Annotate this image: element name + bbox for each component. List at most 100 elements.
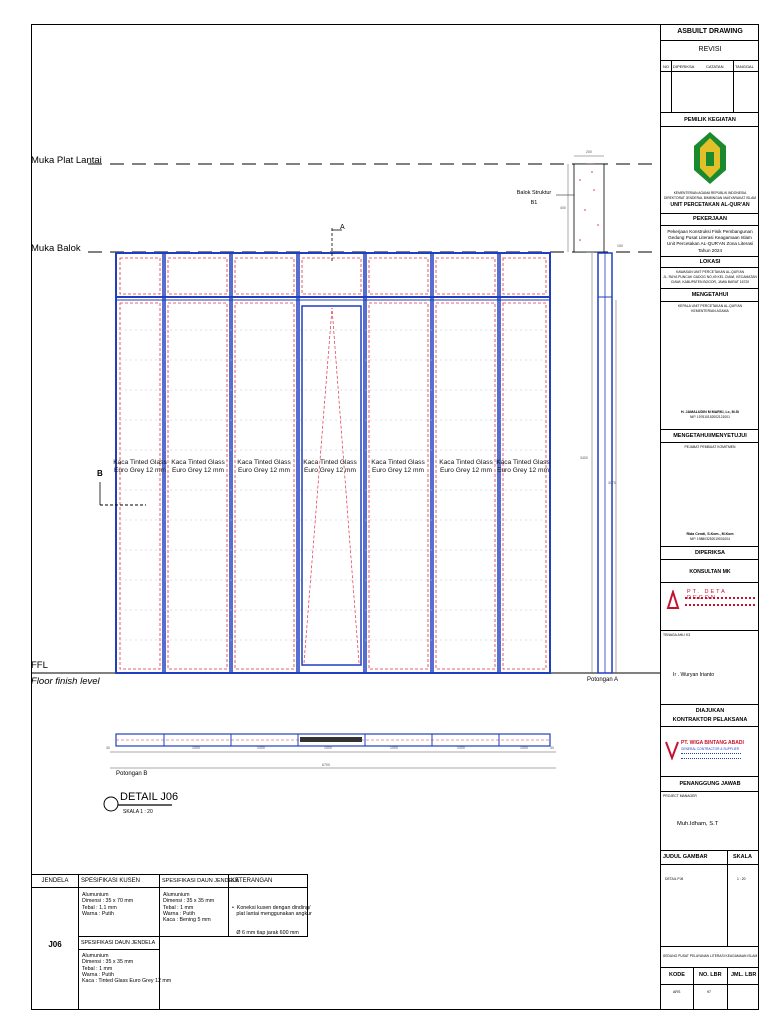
menyetujui-nip: NIP. 198803252019031004: [690, 537, 730, 541]
plan-mullions: [163, 734, 500, 746]
judul-gambar-title: JUDUL GAMBAR: [663, 854, 708, 860]
spec-header-keterangan: KETERANGAN: [231, 878, 273, 884]
section-b-marker: B: [97, 469, 103, 478]
dim-small: 150: [617, 244, 623, 248]
dim-side: 400: [560, 206, 566, 210]
dim-top: 200: [586, 150, 592, 154]
spec-keterangan-cell: • Koneksi kusen dengan dinding/ plat lan…: [228, 887, 312, 937]
mengetahui-title: MENGETAHUI: [691, 292, 729, 298]
sash-opening-line-right: [331, 307, 360, 664]
owner-unit: UNIT PERCETAKAN AL-QUR'AN: [670, 202, 750, 208]
center-sash: [301, 305, 362, 666]
kontraktor-title: KONTRAKTOR PELAKSANA: [672, 717, 748, 723]
title-block: ASBUILT DRAWING REVISI NO DIPERIKSA CATA…: [660, 24, 759, 1010]
konsultan-company: PT. DETA DECON: [687, 589, 727, 601]
dim-height-2: 3070: [608, 481, 616, 485]
potongan-a-label: Potongan A: [587, 677, 619, 683]
muka-balok-label: Muka Balok: [31, 243, 81, 254]
plan-dim-1: 1000: [192, 746, 200, 750]
rev-header-tanggal: TANGGAL: [735, 64, 754, 69]
spec-header-jendela: JENDELA: [41, 878, 69, 884]
pemilik-kegiatan-title: PEMILIK KEGIATAN: [684, 117, 736, 123]
mengetahui-name: H. JAMALUDIN M MARKI, Lc, M.Si: [680, 410, 740, 414]
dim-total: 6700: [322, 763, 330, 767]
glass-texture: [120, 329, 546, 641]
window-outer-frame: [115, 252, 551, 674]
jml-lbr-title: JML. LBR: [731, 972, 757, 978]
no-lbr-title: NO. LBR: [699, 972, 722, 978]
menyetujui-name: Rida Cendi, S.Kom., M.Kom: [686, 532, 734, 536]
plan-dimensions: 30 1000 1000 1000 1000 1000 1000 30: [104, 746, 560, 754]
konsultan-title: KONSULTAN MK: [689, 569, 731, 575]
floor-finish-level-label: Floor finish level: [31, 676, 100, 687]
mullions: [162, 253, 501, 673]
elevation-drawing: [31, 155, 660, 812]
rev-header-diperiksa: DIPERIKSA: [673, 64, 695, 69]
detail-marker-circle: [103, 796, 119, 812]
menyetujui-title: MENGETAHUI/MENYETUJUI: [673, 433, 747, 439]
diperiksa-title: DIPERIKSA: [695, 550, 725, 556]
plan-sash: [300, 737, 362, 742]
owner-line-1: KEMENTERIAN AGAMA REPUBLIK INDONESIA: [673, 191, 747, 195]
kemenag-logo-icon: [694, 132, 726, 184]
kontraktor-sub: GENERAL CONTRACTOR & SUPPLIER: [681, 747, 740, 751]
pane-inner-borders: [119, 257, 547, 670]
project-manager-label: PROJECT MANAGER: [663, 794, 697, 798]
rev-header-catatan: CATATAN: [706, 64, 724, 69]
spec-header-daun: SPESIFIKASI DAUN JENDELA: [162, 878, 240, 884]
asbuilt-title: ASBUILT DRAWING: [677, 28, 743, 35]
plan-dim-6: 1000: [520, 746, 528, 750]
revisi-title: REVISI: [698, 46, 722, 53]
balok-struktur-section: [573, 163, 605, 253]
balok-struktur-label: Balok Struktur B1: [516, 190, 552, 206]
penanggung-title: PENANGGUNG JAWAB: [679, 781, 741, 787]
plan-dim-3: 1000: [324, 746, 332, 750]
spec-table: JENDELA SPESIFIKASI KUSEN SPESIFIKASI DA…: [31, 874, 660, 1010]
plan-dim-7: 30: [550, 746, 554, 750]
plan-dim-2: 1000: [257, 746, 265, 750]
skala-title: SKALA: [733, 854, 752, 860]
spec-header-keterangan-cell: KETERANGAN: [228, 874, 308, 888]
detail-scale: SKALA 1 : 20: [123, 809, 153, 815]
lokasi-title: LOKASI: [699, 259, 721, 265]
spec-header-daun-2: SPESIFIKASI DAUN JENDELA: [81, 940, 156, 946]
spec-code-cell: J06: [31, 887, 79, 1010]
spec-header-kusen-cell: SPESIFIKASI KUSEN: [78, 874, 160, 888]
tenaga-ahli-label: TENAGA AHLI K3: [663, 633, 691, 637]
wiga-logo-icon: [665, 741, 679, 760]
ffl-label: FFL: [31, 660, 48, 671]
kode-value: ARS: [673, 990, 681, 994]
sash-opening-line-left: [303, 307, 333, 664]
muka-plat-lantai-label: Muka Plat Lantai: [31, 155, 102, 166]
mengetahui-nip: NIP. 197610152002121001: [690, 415, 730, 419]
drawing-frame: [31, 24, 759, 1010]
project-manager-name: Muh.Idham, S.T: [677, 821, 719, 827]
spec-header-kusen: SPESIFIKASI KUSEN: [81, 878, 141, 884]
plan-dim-5: 1000: [457, 746, 465, 750]
spec-header-jendela-cell: JENDELA: [31, 874, 79, 888]
spec-code: J06: [48, 940, 62, 949]
owner-line-2: DIREKTORAT JENDERAL BIMBINGAN MASYARAKAT…: [663, 196, 757, 200]
gedung-text: GEDUNG PUSAT PELAYANAN LITERASI KEAGAMAA…: [662, 954, 758, 958]
spec-header-daun-cell: SPESIFIKASI DAUN JENDELA: [159, 874, 240, 888]
kode-title: KODE: [669, 972, 685, 978]
tenaga-ahli-name: Ir . Wuryan Irianto: [673, 672, 715, 678]
pekerjaan-title: PEKERJAAN: [693, 216, 727, 222]
diajukan-title: DIAJUKAN: [695, 708, 725, 714]
deta-decon-logo-icon: [666, 590, 680, 609]
